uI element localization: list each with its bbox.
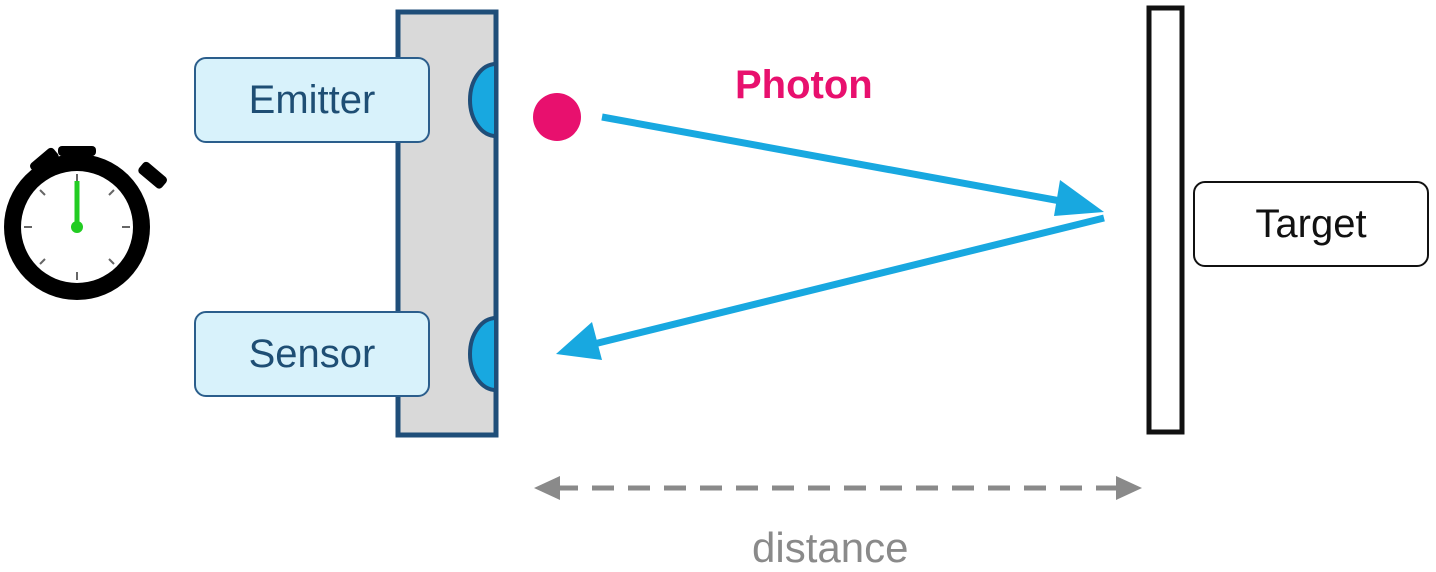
distance-label: distance [752, 524, 909, 571]
emitter-label-box: Emitter [194, 57, 430, 143]
sensor-lens [468, 315, 498, 393]
sensor-label-box: Sensor [194, 311, 430, 397]
sensor-label: Sensor [248, 331, 376, 376]
photon-dot [533, 93, 581, 141]
distance-arrow [534, 476, 1142, 500]
target-label-box: Target [1193, 181, 1429, 267]
emitter-label: Emitter [248, 77, 376, 122]
emitter-lens [468, 61, 498, 139]
photon-label: Photon [735, 63, 873, 107]
return-beam [556, 214, 1105, 360]
outgoing-beam [601, 113, 1104, 216]
target-wall [1146, 5, 1185, 435]
stopwatch-icon [4, 146, 167, 300]
target-label: Target [1255, 201, 1367, 246]
